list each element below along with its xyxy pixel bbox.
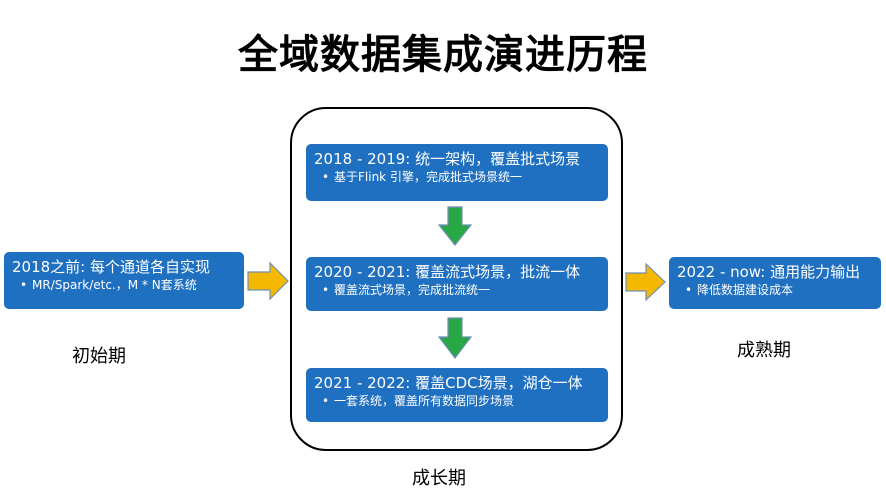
page-title: 全域数据集成演进历程 — [238, 32, 648, 78]
mature-stage-bullet: •降低数据建设成本 — [685, 283, 794, 297]
initial-stage-bullet: •MR/Spark/etc.，M * N套系统 — [20, 278, 197, 292]
mature-stage-heading: 2022 - now: 通用能力输出 — [677, 263, 861, 281]
right-arrow-icon — [247, 261, 289, 301]
growth-step-3-heading: 2021 - 2022: 覆盖CDC场景，湖仓一体 — [314, 374, 583, 392]
bullet-dot-icon: • — [20, 278, 28, 292]
growth-step-3-box: 2021 - 2022: 覆盖CDC场景，湖仓一体 •一套系统，覆盖所有数据同步… — [306, 368, 608, 422]
growth-step-2-box: 2020 - 2021: 覆盖流式场景，批流一体 •覆盖流式场景，完成批流统一 — [306, 257, 608, 311]
initial-stage-label: 初始期 — [72, 346, 126, 367]
growth-step-1-bullet: •基于Flink 引擎，完成批式场景统一 — [322, 170, 522, 184]
mature-stage-box: 2022 - now: 通用能力输出 •降低数据建设成本 — [669, 257, 881, 309]
bullet-dot-icon: • — [322, 283, 330, 297]
bullet-dot-icon: • — [322, 170, 330, 184]
down-arrow-icon — [437, 317, 473, 359]
down-arrow-icon — [437, 206, 473, 246]
growth-step-3-bullet: •一套系统，覆盖所有数据同步场景 — [322, 394, 515, 408]
growth-step-1-box: 2018 - 2019: 统一架构，覆盖批式场景 •基于Flink 引擎，完成批… — [306, 144, 608, 201]
initial-stage-heading: 2018之前: 每个通道各自实现 — [12, 258, 210, 276]
bullet-dot-icon: • — [685, 283, 693, 297]
growth-step-2-bullet: •覆盖流式场景，完成批流统一 — [322, 283, 491, 297]
bullet-dot-icon: • — [322, 394, 330, 408]
growth-step-2-heading: 2020 - 2021: 覆盖流式场景，批流一体 — [314, 263, 581, 281]
mature-stage-label: 成熟期 — [737, 340, 791, 361]
growth-stage-frame — [290, 107, 623, 451]
initial-stage-box: 2018之前: 每个通道各自实现 •MR/Spark/etc.，M * N套系统 — [4, 252, 244, 309]
growth-stage-label: 成长期 — [412, 468, 466, 489]
growth-step-1-heading: 2018 - 2019: 统一架构，覆盖批式场景 — [314, 150, 581, 168]
right-arrow-icon — [625, 262, 666, 302]
